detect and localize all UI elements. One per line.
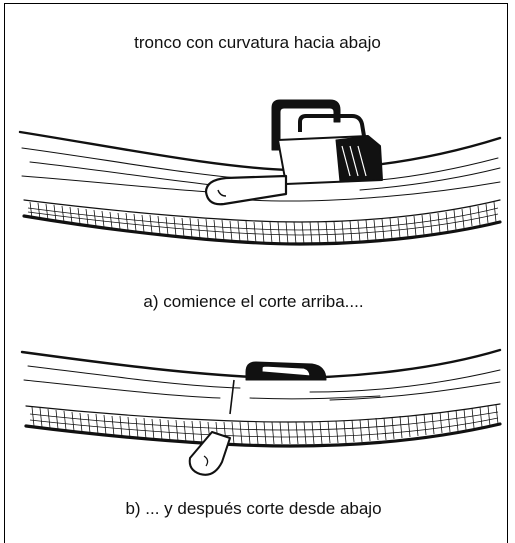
step-a-caption: a) comience el corte arriba.... xyxy=(143,292,364,311)
chainsaw-top xyxy=(204,99,383,206)
step-b-caption: b) ... y después corte desde abajo xyxy=(125,499,382,518)
chainsaw-top-b xyxy=(245,361,327,381)
top-cut-line xyxy=(229,379,235,415)
bark-hatching-a xyxy=(27,201,499,245)
chainsaw-bar-below xyxy=(188,431,231,476)
diagram-title: tronco con curvatura hacia abajo xyxy=(134,33,381,52)
illustration-frame xyxy=(4,3,508,543)
bark-hatching-b xyxy=(29,404,499,445)
